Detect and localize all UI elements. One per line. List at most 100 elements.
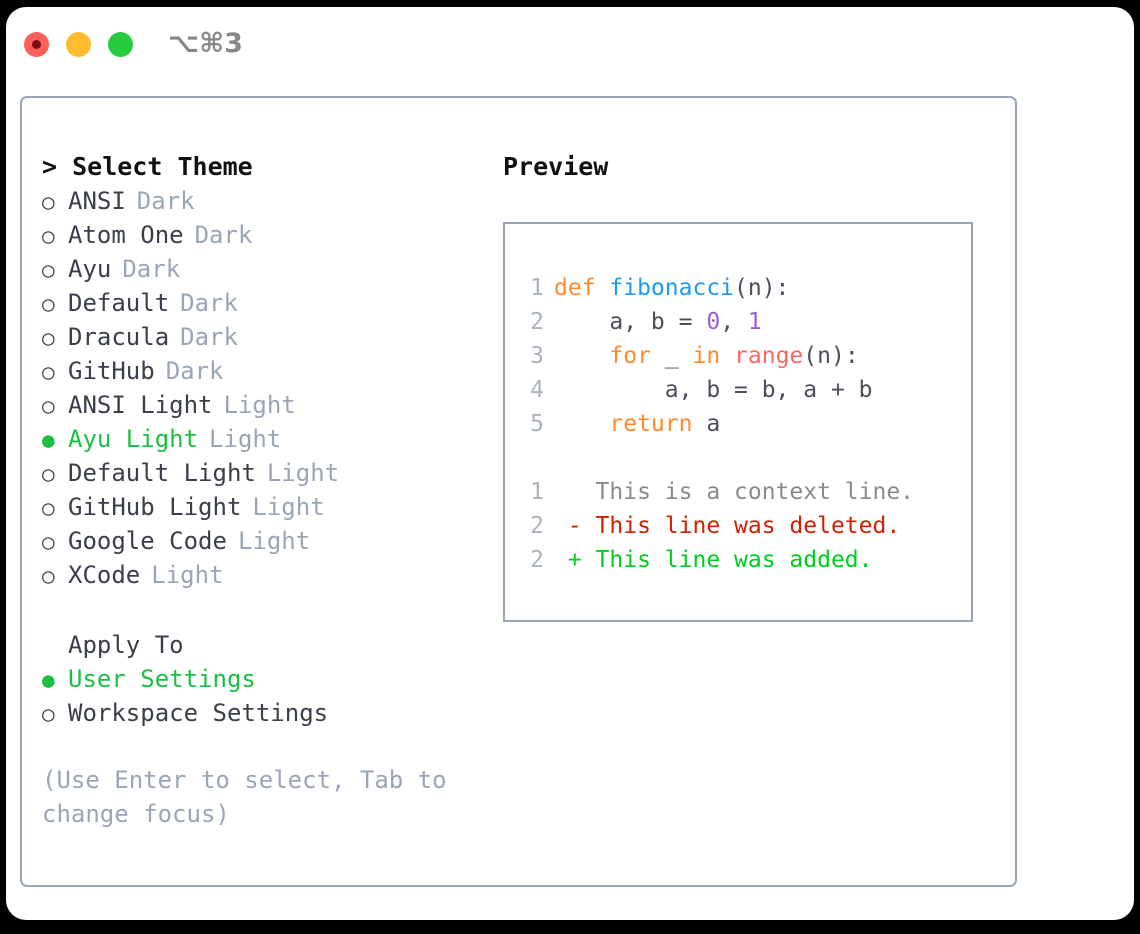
apply-to-option-label: User Settings [68, 665, 256, 693]
line-number: 2 [530, 309, 544, 335]
apply-to-option-workspace-settings[interactable]: ○Workspace Settings [42, 696, 482, 730]
code-token: This is a context line. [554, 479, 915, 505]
line-number: 4 [530, 377, 544, 403]
theme-option-label: ANSI Light [68, 391, 213, 419]
apply-to-option-label: Workspace Settings [68, 699, 329, 727]
line-number: 5 [530, 411, 544, 437]
theme-option-xcode[interactable]: ○ XCode Light [42, 558, 482, 592]
code-token: , [720, 309, 748, 335]
radio-unselected-icon: ○ [42, 530, 55, 554]
code-token: return [609, 411, 693, 437]
code-token: for [609, 343, 651, 369]
code-token: - This line was deleted. [554, 513, 901, 539]
theme-option-label: ANSI [68, 187, 126, 215]
code-token [554, 339, 609, 373]
close-button-icon[interactable] [24, 32, 49, 57]
radio-unselected-icon: ○ [42, 292, 55, 316]
theme-option-tag: Dark [194, 221, 253, 249]
theme-option-tag: Dark [180, 323, 238, 351]
radio-unselected-icon: ○ [42, 564, 55, 588]
apply-to-heading: Apply To [68, 631, 184, 659]
theme-option-default-light[interactable]: ○ Default Light Light [42, 456, 482, 490]
code-token: range [734, 343, 804, 369]
theme-option-github-light[interactable]: ○ GitHub Light Light [42, 490, 482, 524]
select-theme-heading: > Select Theme [42, 152, 253, 181]
diff-line: 2 - This line was deleted. [518, 509, 914, 543]
code-token [720, 339, 734, 373]
theme-option-tag: Dark [122, 255, 181, 283]
code-token: a, b = [554, 309, 707, 335]
code-token: def [554, 275, 610, 301]
code-token: 0 [706, 309, 721, 335]
code-token: + This line was added. [554, 547, 873, 573]
radio-selected-icon: ● [42, 428, 55, 452]
code-token: (n): [734, 275, 790, 301]
radio-unselected-icon: ○ [42, 462, 55, 486]
line-number: 3 [530, 343, 544, 369]
theme-option-tag: Dark [136, 187, 195, 215]
line-number: 1 [530, 275, 544, 301]
radio-unselected-icon: ○ [42, 326, 55, 350]
code-token: in [692, 343, 721, 369]
spacer-marker: ○ [42, 629, 68, 663]
theme-option-tag: Light [151, 561, 224, 589]
theme-option-tag: Light [223, 391, 296, 419]
code-line: 1 def fibonacci(n): [518, 271, 914, 305]
code-token: 1 [747, 309, 762, 335]
code-token: a [692, 411, 721, 437]
theme-option-label: GitHub Light [68, 493, 242, 521]
code-line: 4 a, b = b, a + b [518, 373, 914, 407]
code-blank-line [518, 441, 914, 475]
theme-option-label: Atom One [68, 221, 184, 249]
code-token: (n): [803, 343, 859, 369]
theme-option-label: Ayu Light [68, 425, 199, 453]
theme-option-ansi[interactable]: ○ ANSI Dark [42, 184, 482, 218]
recording-dot-icon [32, 40, 41, 49]
theme-option-label: XCode [68, 561, 141, 589]
keyboard-shortcut-label: ⌥⌘3 [168, 28, 243, 59]
code-token: _ [650, 343, 693, 369]
radio-unselected-icon: ○ [42, 190, 55, 214]
theme-option-dracula[interactable]: ○ Dracula Dark [42, 320, 482, 354]
code-token [554, 407, 609, 441]
radio-unselected-icon: ○ [42, 360, 55, 384]
radio-unselected-icon: ○ [42, 496, 55, 520]
code-line: 2 a, b = 0, 1 [518, 305, 914, 339]
title-bar: ⌥⌘3 [6, 7, 1134, 79]
theme-option-tag: Light [252, 493, 325, 521]
apply-to-option-user-settings[interactable]: ● User Settings [42, 662, 482, 696]
theme-option-tag: Dark [165, 357, 224, 385]
theme-option-label: Dracula [68, 323, 170, 351]
apply-to-list[interactable]: ● User Settings ○Workspace Settings [42, 662, 482, 730]
line-number: 2 [530, 547, 544, 573]
theme-option-atom-one[interactable]: ○ Atom One Dark [42, 218, 482, 252]
maximize-button-icon[interactable] [108, 32, 133, 57]
theme-option-github[interactable]: ○ GitHub Dark [42, 354, 482, 388]
code-token: fibonacci [609, 275, 735, 301]
line-number: 2 [530, 513, 544, 539]
radio-unselected-icon: ○ [42, 224, 55, 248]
radio-unselected-icon: ○ [42, 258, 55, 282]
theme-option-label: Default Light [68, 459, 256, 487]
keyboard-hint-text: (Use Enter to select, Tab to change focu… [42, 766, 447, 828]
code-token: a, b = b, a + b [554, 377, 873, 403]
theme-option-label: GitHub [68, 357, 155, 385]
radio-selected-icon: ● [42, 668, 55, 692]
minimize-button-icon[interactable] [66, 32, 91, 57]
theme-option-tag: Light [237, 527, 311, 555]
code-line: 5 return a [518, 407, 914, 441]
theme-option-tag: Light [266, 459, 340, 487]
diff-line: 2 + This line was added. [518, 543, 914, 577]
